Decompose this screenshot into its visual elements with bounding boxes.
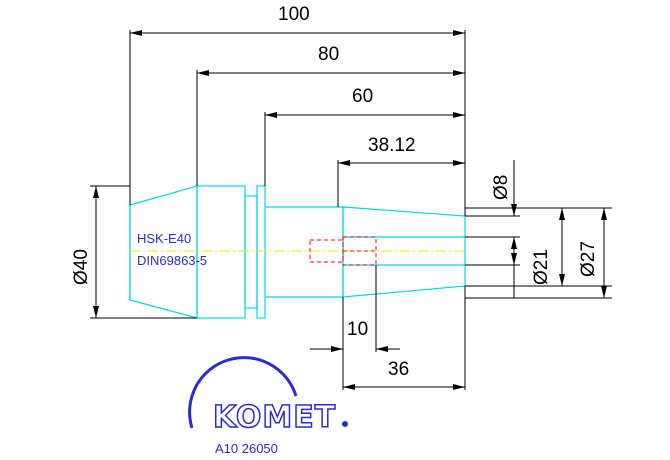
logo-brand: KOMET <box>213 400 336 435</box>
dim-dia27: Ø27 <box>578 241 599 277</box>
hidden-bore <box>309 236 377 266</box>
dim-dia21: Ø21 <box>531 249 552 285</box>
flange <box>196 185 246 319</box>
article-number: A10 26050 <box>215 441 278 456</box>
nose <box>342 206 466 298</box>
dim-dia8: Ø8 <box>491 175 512 200</box>
logo-arc-icon <box>188 356 298 429</box>
dim-dia40: Ø40 <box>71 249 92 285</box>
logo-dot-icon <box>342 421 348 427</box>
dim-80: 80 <box>318 44 339 65</box>
body <box>265 206 344 298</box>
label-din: DIN69863-5 <box>137 253 207 268</box>
hsk-taper <box>129 185 198 319</box>
dimension-lines <box>90 30 612 390</box>
dim-60: 60 <box>352 86 373 107</box>
dim-10: 10 <box>347 319 368 340</box>
dim-36: 36 <box>388 359 409 380</box>
groove <box>244 195 258 309</box>
dim-38-12: 38.12 <box>368 135 416 156</box>
collar <box>256 185 266 319</box>
dim-100: 100 <box>278 4 310 25</box>
label-hsk: HSK-E40 <box>137 231 191 246</box>
part-outline <box>129 185 466 319</box>
komet-logo: KOMET A10 26050 <box>188 356 348 456</box>
